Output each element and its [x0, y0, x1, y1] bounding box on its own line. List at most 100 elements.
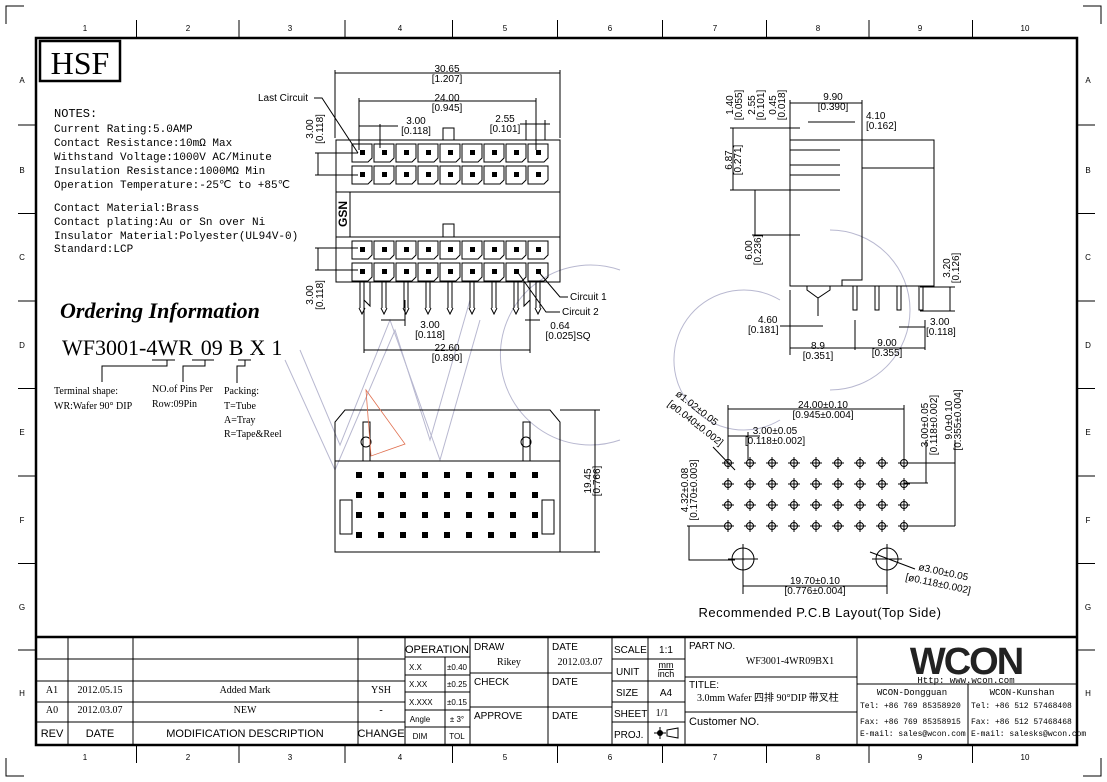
- label: 1: [271, 335, 282, 360]
- label: [0.118]: [926, 327, 956, 338]
- label: UNIT: [616, 667, 639, 678]
- pcb-hole-crosshair: [766, 499, 778, 511]
- label: [0.170±0.003]: [689, 459, 700, 520]
- label: 2012.03.07: [558, 657, 603, 668]
- contact-cavity: [417, 240, 439, 260]
- contact-cavity: [483, 143, 505, 163]
- pin-hole: [532, 512, 538, 518]
- pin-hole: [400, 512, 406, 518]
- label: 3.0mm Wafer 四排 90°DIP 带叉柱: [697, 691, 839, 704]
- row-marker: F: [20, 516, 25, 525]
- pin-hole: [466, 472, 472, 478]
- pin-leg: [424, 282, 432, 316]
- pin-leg: [874, 286, 880, 311]
- contact-pin: [382, 269, 387, 274]
- pin-hole: [488, 532, 494, 538]
- label: Http: www.wcon.com: [917, 676, 1014, 686]
- pin-hole: [488, 512, 494, 518]
- contact-pin: [404, 247, 409, 252]
- notes-heading: NOTES:: [54, 107, 97, 121]
- contact-cavity: [439, 240, 461, 260]
- contact-cavity: [483, 262, 505, 282]
- contact-cavity: [505, 262, 527, 282]
- column-marker: 5: [503, 24, 508, 33]
- column-marker: 9: [918, 753, 923, 762]
- pin-leg: [446, 282, 454, 316]
- contact-cavity: [505, 240, 527, 260]
- pcb-hole-crosshair: [832, 457, 844, 469]
- label: Tel: +86 769 85358920: [860, 702, 961, 711]
- contact-cavity: [351, 262, 373, 282]
- label: [0.890]: [432, 353, 463, 364]
- row-marker: D: [19, 341, 25, 350]
- contact-pin: [514, 150, 519, 155]
- label: Fax: +86 769 85358915: [860, 718, 961, 727]
- contact-pin: [360, 172, 365, 177]
- pcb-hole-crosshair: [788, 478, 800, 490]
- label: [0.162]: [866, 121, 897, 132]
- pin-hole: [488, 492, 494, 498]
- gsn-mark: GSN: [336, 201, 350, 227]
- pcb-layout: 24.00±0.10 [0.945±0.004] 3.00±0.05 [0.11…: [665, 389, 972, 620]
- contact-cavity: [461, 240, 483, 260]
- label: 9.90: [823, 92, 843, 103]
- label: -: [379, 705, 382, 716]
- column-marker: 8: [816, 24, 821, 33]
- label: 2.55: [747, 95, 758, 115]
- pcb-hole-crosshair: [810, 499, 822, 511]
- row-marker: G: [19, 603, 25, 612]
- pin-hole: [466, 532, 472, 538]
- label: 3.00±0.05: [920, 402, 931, 447]
- pcb-hole-crosshair: [854, 478, 866, 490]
- contact-pin: [470, 172, 475, 177]
- pin-leg: [402, 282, 410, 316]
- label: REV: [41, 728, 64, 740]
- row-marker: A: [19, 76, 25, 85]
- note-line: Operation Temperature:-25℃ to +85℃: [54, 180, 290, 192]
- label: DATE: [86, 728, 115, 740]
- contact-pin: [492, 269, 497, 274]
- label: [0.355]: [872, 348, 903, 359]
- column-marker: 4: [398, 753, 403, 762]
- label: 09: [201, 335, 223, 360]
- pin-hole: [532, 472, 538, 478]
- label: YSH: [371, 685, 391, 696]
- pin-hole: [510, 532, 516, 538]
- label: CHECK: [474, 677, 509, 688]
- pcb-hole-crosshair: [876, 520, 888, 532]
- pin-hole: [510, 512, 516, 518]
- contact-pin: [492, 150, 497, 155]
- label: [0.118±0.002]: [929, 395, 940, 456]
- wcon-logo: WCON: [910, 641, 1022, 683]
- column-marker: 2: [186, 24, 191, 33]
- label: 3.00: [930, 317, 950, 328]
- contact-pin: [360, 269, 365, 274]
- label: 3.00: [305, 119, 316, 139]
- label: [0.390]: [818, 102, 849, 113]
- pcb-hole-crosshair: [854, 457, 866, 469]
- pcb-hole-crosshair: [876, 499, 888, 511]
- contact-pin: [426, 172, 431, 177]
- contact-pin: [382, 247, 387, 252]
- pcb-hole-crosshair: [876, 478, 888, 490]
- label: [0.776±0.004]: [784, 586, 845, 597]
- note-line: Withstand Voltage:1000V AC/Minute: [54, 152, 272, 164]
- material-line: Contact Material:Brass: [54, 203, 199, 215]
- contact-pin: [448, 172, 453, 177]
- note-line: Contact Resistance:10mΩ Max: [54, 138, 233, 150]
- contact-cavity: [373, 165, 395, 185]
- contact-cavity: [483, 165, 505, 185]
- column-marker: 10: [1021, 24, 1030, 33]
- drawing-border: [34, 36, 1079, 747]
- row-marker: H: [1085, 689, 1091, 698]
- contact-pin: [382, 172, 387, 177]
- label: 1/1: [656, 708, 669, 719]
- pin-hole: [400, 492, 406, 498]
- pcb-hole-crosshair: [788, 457, 800, 469]
- contact-pin: [470, 269, 475, 274]
- label: 4.10: [866, 111, 886, 122]
- pin-hole: [510, 472, 516, 478]
- contact-pin: [404, 172, 409, 177]
- pin-leg: [852, 286, 858, 311]
